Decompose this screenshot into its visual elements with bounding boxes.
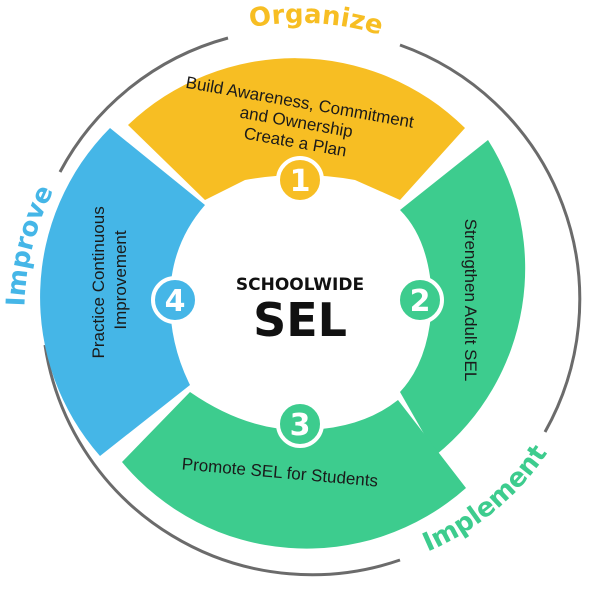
outer-ring-arc [58, 36, 229, 173]
segment-2-text: Strengthen Adult SEL [461, 219, 480, 382]
number-badge-3: 3 [276, 400, 324, 448]
center-title-small: SCHOOLWIDE [236, 275, 364, 295]
segment-improve-4 [40, 128, 205, 456]
number-badge-4: 4 [151, 276, 199, 324]
number-badge-1: 1 [276, 156, 324, 204]
outer-ring-arc [399, 43, 582, 433]
svg-text:2: 2 [410, 284, 431, 319]
center-title-large: SEL [253, 293, 347, 347]
outer-ring-arc [43, 344, 401, 577]
svg-text:4: 4 [165, 284, 186, 319]
segment-implement-2 [400, 140, 526, 455]
number-badge-2: 2 [396, 276, 444, 324]
phase-label-organize: Organize [247, 0, 386, 42]
segment-organize-1 [128, 58, 465, 200]
segment-implement-3 [122, 392, 466, 549]
svg-text:3: 3 [290, 408, 311, 443]
svg-text:1: 1 [290, 164, 311, 199]
segment-4-text: Practice Continuous Improvement [89, 202, 130, 359]
